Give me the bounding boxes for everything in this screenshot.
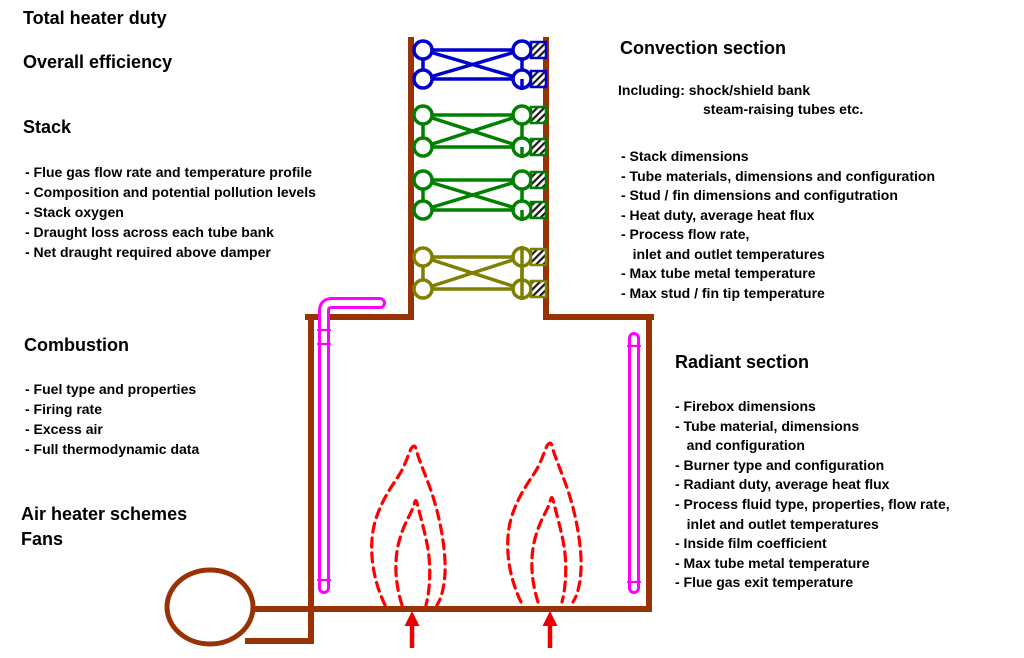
- list-line: - Heat duty, average heat flux: [621, 206, 815, 223]
- flame-right: [506, 441, 583, 604]
- label-total-heater-duty: Total heater duty: [23, 8, 167, 28]
- list-line: - Firing rate: [25, 401, 103, 417]
- list-line: - Excess air: [25, 421, 103, 437]
- convection-bank-1-drawing: [412, 104, 548, 158]
- list-line: - Max tube metal temperature: [621, 265, 816, 281]
- list-line: - Flue gas flow rate and temperature pro…: [25, 164, 313, 180]
- fan-drawing: [164, 567, 256, 647]
- list-line: - Process fluid type, properties, flow r…: [675, 495, 950, 512]
- list-line: - Radiant duty, average heat flux: [675, 476, 890, 493]
- list-line: - Composition and potential pollution le…: [25, 184, 316, 200]
- convection-bank-2-drawing: [412, 169, 548, 221]
- list-line: - Process flow rate,: [621, 226, 750, 242]
- list-line: - Stack dimensions: [621, 148, 749, 164]
- stack-list: - Flue gas flow rate and temperature pro…: [25, 162, 316, 262]
- label-stack-heading: Stack: [23, 117, 72, 137]
- burner-flames: [370, 441, 583, 607]
- list-line: - Tube materials, dimensions and configu…: [621, 167, 936, 184]
- list-line: inlet and outlet temperatures: [675, 515, 879, 532]
- list-line: - Inside film coefficient: [675, 535, 827, 552]
- list-line: and configuration: [675, 437, 805, 454]
- list-line: Fans: [21, 529, 64, 549]
- burner-arrows: [404, 611, 558, 648]
- steam-raising-bank-drawing: [412, 246, 548, 300]
- burner-arrow-right: [542, 611, 558, 648]
- convection-including-line2: steam-raising tubes etc.: [703, 101, 864, 117]
- convection-list: - Stack dimensions - Tube materials, dime…: [621, 147, 935, 303]
- list-line: - Tube material, dimensions: [675, 417, 860, 434]
- label-convection-heading: Convection section: [620, 38, 787, 58]
- label-overall-efficiency: Overall efficiency: [23, 52, 173, 72]
- list-line: - Flue gas exit temperature: [675, 574, 854, 591]
- list-line: - Fuel type and properties: [25, 381, 197, 397]
- list-line: Air heater schemes: [21, 504, 188, 524]
- convection-including-line1: Including: shock/shield bank: [618, 82, 811, 98]
- list-line: - Net draught required above damper: [25, 244, 271, 260]
- shock-shield-bank-drawing: [412, 39, 548, 90]
- list-line: - Firebox dimensions: [675, 398, 816, 414]
- list-line: - Draught loss across each tube bank: [25, 224, 274, 240]
- label-radiant-heading: Radiant section: [675, 352, 810, 372]
- radiant-tube-right: [626, 332, 642, 594]
- list-line: - Max stud / fin tip temperature: [621, 284, 825, 301]
- list-line: - Burner type and configuration: [675, 456, 885, 473]
- combustion-list: - Fuel type and properties - Firing rate -…: [25, 379, 199, 459]
- list-line: inlet and outlet temperatures: [621, 245, 825, 262]
- radiant-tubes: [316, 297, 642, 594]
- flame-left: [370, 444, 447, 607]
- burner-arrow-left: [404, 611, 420, 648]
- radiant-list: - Firebox dimensions - Tube material, dim…: [675, 397, 950, 593]
- radiant-tube-left: [316, 297, 386, 594]
- label-combustion-heading: Combustion: [24, 335, 129, 355]
- list-line: - Stud / fin dimensions and configutrati…: [621, 187, 898, 203]
- list-line: - Stack oxygen: [25, 204, 124, 220]
- list-line: - Full thermodynamic data: [25, 441, 200, 457]
- list-line: - Max tube metal temperature: [675, 554, 870, 571]
- tube-banks: [412, 39, 548, 300]
